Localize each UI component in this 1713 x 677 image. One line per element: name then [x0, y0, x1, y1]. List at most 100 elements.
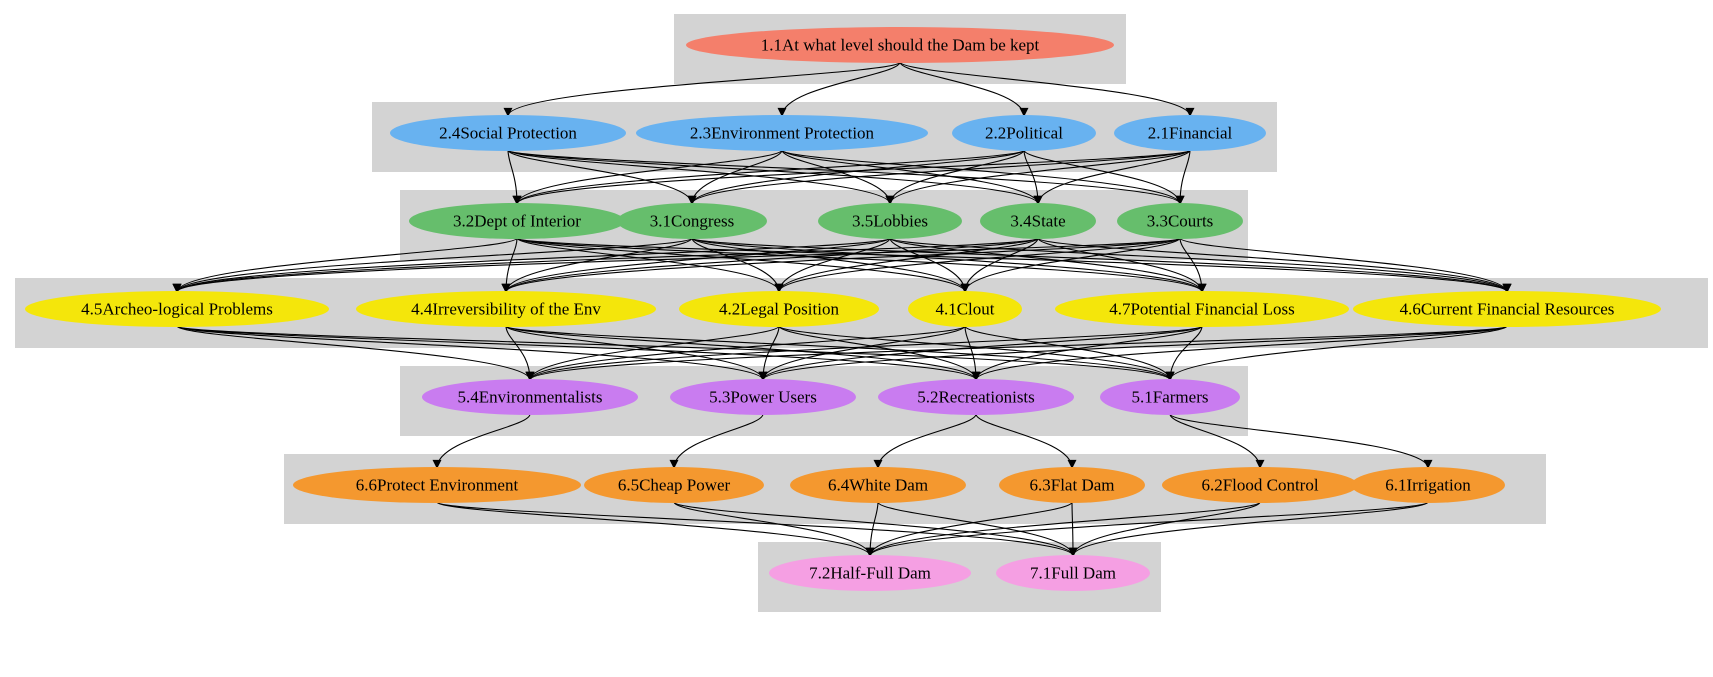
edge-2-1-to-3-1	[687, 149, 1191, 205]
node-ellipse	[293, 467, 581, 503]
node-ellipse	[1055, 291, 1349, 327]
node-ellipse	[999, 467, 1145, 503]
node-3-4state: 3.4State	[980, 203, 1096, 239]
edge-3-1-to-4-1	[691, 237, 970, 293]
edge-3-4-to-4-2	[774, 237, 1039, 293]
edge-3-2-to-4-1	[516, 237, 970, 293]
node-ellipse	[617, 203, 767, 239]
edge-4-7-to-5-2	[971, 325, 1203, 381]
node-label: 6.2Flood Control	[1201, 476, 1318, 495]
node-label: 5.4Environmentalists	[458, 388, 603, 407]
node-ellipse	[356, 291, 656, 327]
edge-3-1-to-4-2	[691, 237, 784, 293]
node-ellipse	[818, 203, 962, 239]
edge-2-1-to-3-5	[885, 149, 1191, 205]
edge-3-3-to-4-1	[960, 237, 1181, 293]
edge-3-5-to-4-1	[889, 237, 970, 293]
node-4-1clout: 4.1Clout	[908, 291, 1022, 327]
edge-4-7-to-5-3	[758, 325, 1203, 381]
node-ellipse	[1114, 115, 1266, 151]
node-ellipse	[636, 115, 928, 151]
node-ellipse	[790, 467, 966, 503]
node-label: 4.7Potential Financial Loss	[1109, 300, 1295, 319]
edge-2-3-to-3-1	[687, 149, 783, 205]
edge-3-4-to-4-5	[172, 237, 1039, 293]
edge-6-3-to-7-2	[865, 501, 1073, 557]
node-ellipse	[686, 27, 1114, 63]
node-ellipse	[422, 379, 638, 415]
node-2-4social-protection: 2.4Social Protection	[390, 115, 626, 151]
node-7-2half-full-dam: 7.2Half-Full Dam	[769, 555, 971, 591]
node-ellipse	[952, 115, 1096, 151]
node-ellipse	[25, 291, 329, 327]
edge-2-2-to-3-2	[512, 149, 1025, 205]
edge-5-3-to-6-5	[669, 413, 764, 469]
edge-1-1-to-2-2	[899, 61, 1029, 117]
node-ellipse	[980, 203, 1096, 239]
node-label: 1.1At what level should the Dam be kept	[761, 36, 1040, 55]
node-ellipse	[670, 379, 856, 415]
edge-3-5-to-4-5	[172, 237, 891, 293]
edge-3-4-to-4-1	[960, 237, 1039, 293]
edge-4-4-to-5-1	[505, 325, 1175, 381]
node-ellipse	[679, 291, 879, 327]
node-ellipse	[1353, 291, 1661, 327]
node-5-4environmentalists: 5.4Environmentalists	[422, 379, 638, 415]
edge-5-2-to-6-3	[975, 413, 1077, 469]
node-3-2dept-of-interior: 3.2Dept of Interior	[409, 203, 625, 239]
edge-1-1-to-2-1	[899, 61, 1195, 117]
node-ellipse	[1100, 379, 1240, 415]
node-2-3environment-protection: 2.3Environment Protection	[636, 115, 928, 151]
node-label: 3.5Lobbies	[852, 212, 928, 231]
node-ellipse	[409, 203, 625, 239]
node-label: 2.1Financial	[1148, 124, 1233, 143]
edge-5-1-to-6-1	[1169, 413, 1433, 469]
node-label: 2.2Political	[985, 124, 1063, 143]
edge-4-5-to-5-4	[176, 325, 535, 381]
node-6-6protect-environment: 6.6Protect Environment	[293, 467, 581, 503]
node-label: 7.2Half-Full Dam	[809, 564, 931, 583]
node-label: 3.3Courts	[1147, 212, 1214, 231]
node-label: 5.2Recreationists	[917, 388, 1035, 407]
node-label: 6.6Protect Environment	[356, 476, 519, 495]
edge-3-5-to-4-6	[889, 237, 1512, 293]
edge-2-1-to-3-3	[1175, 149, 1191, 205]
edge-2-3-to-3-2	[512, 149, 783, 205]
node-6-4white-dam: 6.4White Dam	[790, 467, 966, 503]
edge-4-4-to-5-2	[505, 325, 981, 381]
node-ellipse	[390, 115, 626, 151]
node-4-6current-financial-resources: 4.6Current Financial Resources	[1353, 291, 1661, 327]
edge-1-1-to-2-4	[503, 61, 901, 117]
edge-3-1-to-4-5	[172, 237, 693, 293]
node-7-1full-dam: 7.1Full Dam	[996, 555, 1150, 591]
edge-3-3-to-4-5	[172, 237, 1181, 293]
edge-6-4-to-7-1	[877, 501, 1078, 557]
edge-6-6-to-7-2	[436, 501, 875, 557]
node-ellipse	[908, 291, 1022, 327]
edge-3-4-to-4-4	[501, 237, 1039, 293]
node-1-1at-what-level-should-the-dam-be-kept: 1.1At what level should the Dam be kept	[686, 27, 1114, 63]
edge-6-6-to-7-1	[436, 501, 1078, 557]
node-5-2recreationists: 5.2Recreationists	[878, 379, 1074, 415]
edge-4-1-to-5-4	[525, 325, 966, 381]
node-5-3power-users: 5.3Power Users	[670, 379, 856, 415]
node-label: 4.1Clout	[935, 300, 994, 319]
edge-2-1-to-3-4	[1033, 149, 1191, 205]
edge-3-5-to-4-7	[889, 237, 1207, 293]
node-label: 2.3Environment Protection	[690, 124, 875, 143]
node-4-7potential-financial-loss: 4.7Potential Financial Loss	[1055, 291, 1349, 327]
edge-4-6-to-5-2	[971, 325, 1508, 381]
node-label: 4.2Legal Position	[719, 300, 839, 319]
edge-2-2-to-3-3	[1023, 149, 1185, 205]
node-3-1congress: 3.1Congress	[617, 203, 767, 239]
edge-4-1-to-5-1	[964, 325, 1175, 381]
node-label: 6.1Irrigation	[1385, 476, 1471, 495]
edge-4-2-to-5-1	[778, 325, 1175, 381]
edge-6-5-to-7-2	[673, 501, 875, 557]
node-4-4irreversibility-of-the-env: 4.4Irreversibility of the Env	[356, 291, 656, 327]
edges	[172, 61, 1512, 557]
node-ellipse	[584, 467, 764, 503]
edge-3-5-to-4-4	[501, 237, 891, 293]
node-ellipse	[1351, 467, 1505, 503]
edge-2-4-to-3-5	[507, 149, 895, 205]
